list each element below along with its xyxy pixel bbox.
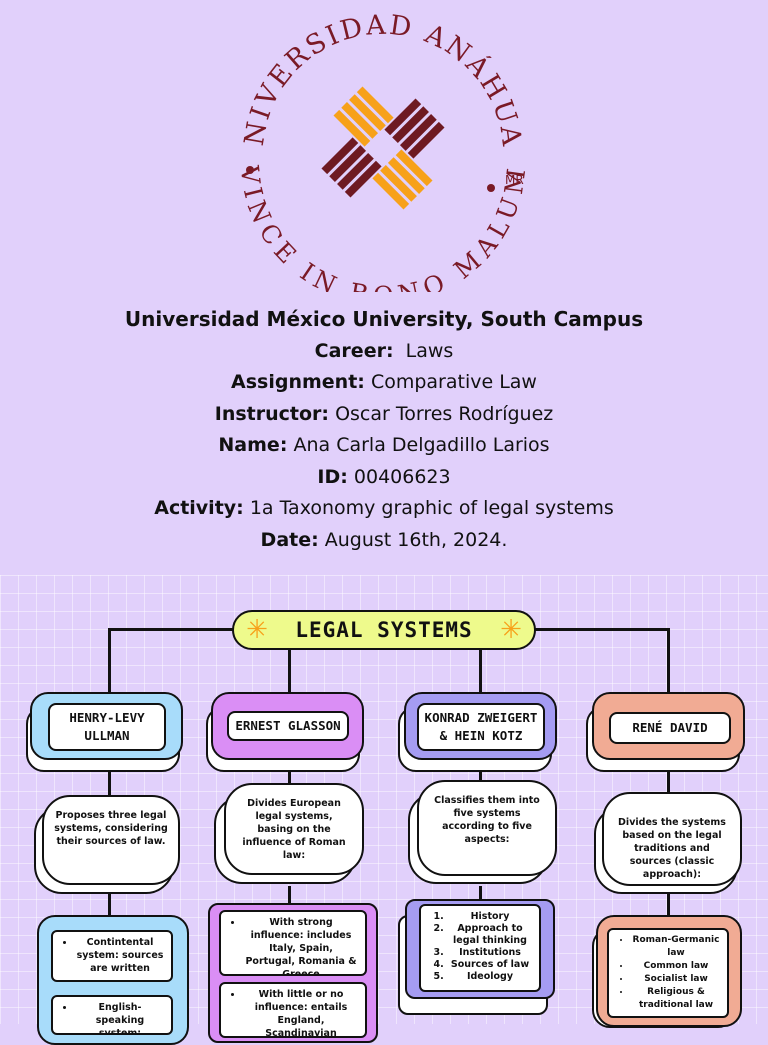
item-text: With little or no influence: entails Eng… (243, 988, 365, 1036)
connector-col1-mid (108, 768, 111, 798)
item-text: Institutions (447, 947, 539, 959)
id-line: ID: 00406623 (0, 462, 768, 494)
item-ullman-2: English-speaking system: countries (51, 995, 173, 1035)
instructor-line: Instructor: Oscar Torres Rodríguez (0, 399, 768, 431)
item-glasson-2: With little or no influence: entails Eng… (219, 982, 367, 1038)
connector-col3-low (479, 886, 482, 902)
document-header: Universidad México University, South Cam… (0, 304, 768, 556)
career-label: Career: (314, 339, 394, 362)
career-line: Career: Laws (0, 336, 768, 368)
description-glasson: Divides European legal systems, basing o… (224, 783, 364, 875)
universidad-anahuac-logo: UNIVERSIDAD ANÁHUAC VINCE IN BONO MALUM … (233, 12, 529, 292)
item-ullman-1: Contintental system: sources are written (51, 930, 173, 982)
item-text: Contintental system: sources are written (75, 936, 171, 975)
assignment-value: Comparative Law (370, 371, 537, 393)
name-label: Name: (218, 434, 288, 456)
connector-col3-top (479, 648, 482, 694)
id-label: ID: (317, 465, 348, 488)
item-text: English-speaking system: countries (75, 1001, 171, 1033)
author-name-david: RENÉ DAVID (609, 712, 731, 744)
item-text: Socialist law (631, 973, 727, 986)
name-value: Ana Carla Delgadillo Larios (293, 434, 550, 456)
item-text: Roman-Germanic law (631, 934, 727, 960)
svg-text:MR: MR (505, 173, 524, 187)
date-label: Date: (260, 528, 319, 551)
star-icon: ✳ (246, 615, 268, 645)
description-david: Divides the systems based on the legal t… (602, 792, 742, 886)
activity-line: Activity: 1a Taxonomy graphic of legal s… (0, 493, 768, 525)
description-ullman: Proposes three legal systems, considerin… (42, 795, 180, 885)
item-text: Religious & traditional law (631, 986, 727, 1012)
career-value: Laws (405, 339, 454, 362)
date-line: Date: August 16th, 2024. (0, 525, 768, 557)
item-text: History (447, 911, 539, 923)
connector-col4-low (667, 886, 670, 918)
connector-col4-mid (667, 768, 670, 798)
item-text: Common law (631, 960, 727, 973)
star-icon: ✳ (500, 615, 522, 645)
university-name: Universidad México University, South Cam… (124, 307, 644, 331)
connector-col1-low (108, 886, 111, 918)
connector-col4-top (667, 628, 670, 694)
date-value: August 16th, 2024. (324, 528, 508, 551)
activity-value: 1a Taxonomy graphic of legal systems (249, 497, 614, 519)
assignment-label: Assignment: (231, 371, 365, 393)
name-line: Name: Ana Carla Delgadillo Larios (0, 430, 768, 462)
author-name-zweigert: KONRAD ZWEIGERT & HEIN KOTZ (417, 703, 545, 751)
connector-col1-top (108, 628, 111, 696)
instructor-label: Instructor: (214, 402, 330, 425)
author-name-glasson: ERNEST GLASSON (227, 711, 349, 741)
activity-label: Activity: (154, 497, 244, 519)
item-list-david: Roman-Germanic law Common law Socialist … (607, 928, 729, 1018)
instructor-value: Oscar Torres Rodríguez (335, 402, 554, 425)
item-text: With strong influence: includes Italy, S… (243, 916, 365, 974)
id-value: 00406623 (353, 465, 451, 488)
assignment-line: Assignment: Comparative Law (0, 367, 768, 399)
connector-col2-low (288, 886, 291, 906)
author-name-ullman: HENRY-LEVY ULLMAN (48, 703, 166, 751)
item-glasson-1: With strong influence: includes Italy, S… (219, 910, 367, 976)
item-text: Ideology (447, 971, 539, 983)
connector-col2-top (288, 648, 291, 694)
banner-title: LEGAL SYSTEMS (295, 618, 473, 642)
description-zweigert: Classifies them into five systems accord… (417, 780, 557, 876)
item-text: Sources of law (447, 959, 539, 971)
legal-systems-banner: ✳ LEGAL SYSTEMS ✳ (232, 610, 536, 650)
item-text: Approach to legal thinking (447, 923, 539, 947)
item-list-zweigert: History Approach to legal thinking Insti… (419, 904, 541, 992)
